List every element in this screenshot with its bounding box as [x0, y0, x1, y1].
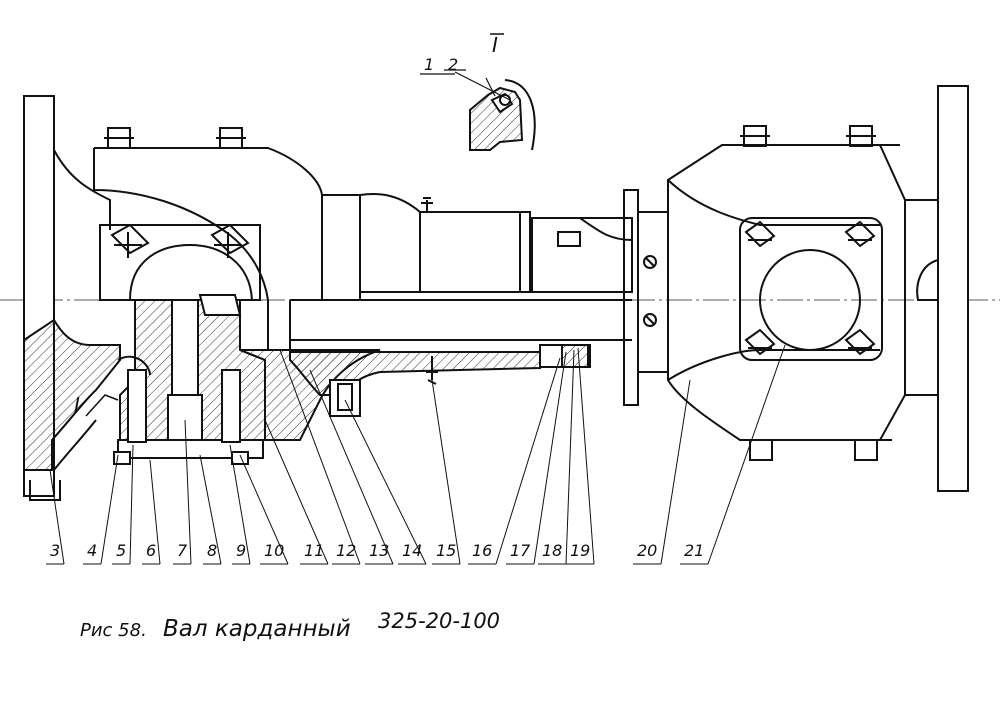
callout-label-14: 14	[402, 541, 422, 560]
callout-label-19: 19	[570, 541, 590, 560]
left-yoke-body	[93, 127, 323, 301]
callout-label-4: 4	[87, 541, 97, 560]
figure-caption-code: 325-20-100	[378, 609, 500, 633]
detail-view	[420, 69, 536, 151]
figure-caption-prefix: Рис 58.	[80, 620, 147, 641]
detail-callout-2: 2	[448, 55, 458, 74]
callout-leader-9	[229, 444, 251, 565]
callout-label-17: 17	[510, 541, 531, 560]
callout-leader-16	[495, 357, 561, 565]
callout-label-5: 5	[116, 541, 126, 560]
callout-label-18: 18	[542, 541, 562, 560]
callout-leaders	[46, 344, 786, 565]
right-coupling-flange	[623, 189, 669, 406]
callout-label-12: 12	[336, 541, 356, 560]
callout-label-9: 9	[236, 541, 246, 560]
callout-label-16: 16	[472, 541, 492, 560]
callout-leader-21	[707, 344, 786, 565]
callout-leader-19	[577, 347, 595, 565]
right-flange	[905, 85, 969, 492]
callout-leader-15	[431, 379, 461, 565]
callout-label-20: 20	[637, 541, 657, 560]
callout-label-6: 6	[146, 541, 156, 560]
callout-label-13: 13	[369, 541, 389, 560]
callout-label-21: 21	[684, 541, 704, 560]
detail-label: I	[492, 33, 498, 57]
callout-label-3: 3	[50, 541, 60, 560]
callout-leader-5	[129, 444, 134, 565]
right-spider-cross	[739, 217, 883, 361]
callout-leader-20	[660, 379, 691, 565]
callout-leader-12	[279, 349, 361, 565]
callout-leader-10	[239, 454, 289, 565]
shaft-tube	[290, 192, 633, 301]
callout-leader-13	[309, 369, 394, 565]
callout-label-7: 7	[177, 541, 188, 560]
callout-leader-8	[199, 454, 222, 565]
callout-label-10: 10	[264, 541, 284, 560]
section-mark: I	[74, 393, 80, 417]
callout-leader-18	[565, 349, 575, 565]
callout-label-15: 15	[436, 541, 456, 560]
callout-leader-4	[100, 454, 119, 565]
left-yoke-section	[23, 200, 121, 471]
left-spider-cross	[99, 223, 261, 301]
right-yoke-body	[667, 125, 906, 461]
detail-callout-1: 1	[424, 55, 434, 74]
figure-caption-title: Вал карданный	[163, 616, 351, 642]
callout-leader-11	[264, 419, 329, 565]
callout-leader-6	[149, 459, 161, 565]
callout-leader-7	[184, 419, 192, 565]
splined-tube-section	[289, 339, 632, 417]
callout-leader-17	[533, 351, 567, 565]
callout-leader-14	[344, 399, 427, 565]
callout-label-8: 8	[207, 541, 217, 560]
callout-leader-3	[49, 469, 65, 565]
callout-label-11: 11	[304, 541, 324, 560]
section-mark-leader	[85, 394, 119, 417]
left-bearing-section	[113, 294, 266, 465]
